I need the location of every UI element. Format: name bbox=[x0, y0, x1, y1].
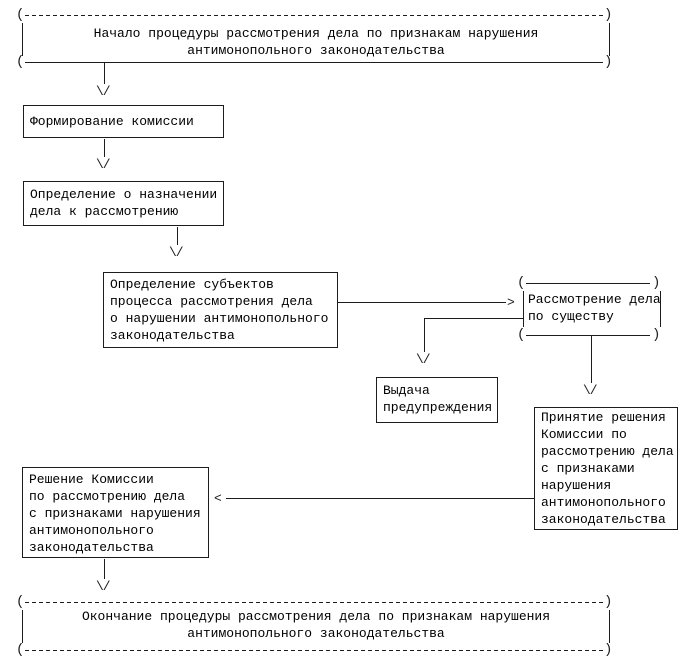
node-commission-decision-line: антимонопольного bbox=[29, 523, 154, 538]
node-start-label-line: антимонопольного законодательства bbox=[187, 43, 445, 58]
arrow-down-icon: \/ bbox=[96, 579, 111, 594]
arrow-down-icon: \/ bbox=[96, 84, 111, 99]
edge-ruling-subjects bbox=[177, 227, 178, 245]
node-start-right-border bbox=[609, 23, 610, 56]
paren-open-icon: ( bbox=[16, 54, 25, 70]
node-merits-left-border bbox=[523, 291, 524, 327]
arrow-right-icon: > bbox=[507, 295, 515, 310]
paren-open-icon: ( bbox=[16, 642, 25, 658]
paren-close-icon: ) bbox=[652, 275, 661, 291]
arrow-down-icon: \/ bbox=[96, 157, 111, 172]
node-start-top-border bbox=[25, 15, 603, 16]
node-subjects-determination: Определение субъектов процесса рассмотре… bbox=[103, 272, 338, 348]
paren-close-icon: ) bbox=[604, 54, 613, 70]
node-warning-line: предупреждения bbox=[383, 400, 493, 415]
node-commission-decision-line: по рассмотрению дела bbox=[29, 489, 186, 504]
arrow-down-icon: \/ bbox=[583, 383, 598, 398]
edge-merits-warning-vertical bbox=[424, 318, 425, 352]
edge-merits-warning-horizontal bbox=[424, 318, 523, 319]
node-subjects-line: Определение субъектов bbox=[110, 277, 274, 292]
node-subjects-line: процесса рассмотрения дела bbox=[110, 294, 313, 309]
node-decision-adoption-line: законодательства bbox=[541, 512, 666, 527]
node-subjects-line: законодательства bbox=[110, 328, 235, 343]
node-end-bottom-border bbox=[25, 650, 603, 651]
arrow-left-icon: < bbox=[214, 491, 222, 506]
paren-open-icon: ( bbox=[517, 327, 526, 343]
node-decision-adoption-line: Принятие решения bbox=[541, 410, 666, 425]
node-commission-decision-line: Решение Комиссии bbox=[29, 472, 154, 487]
node-warning-issue: Выдача предупреждения bbox=[376, 377, 498, 423]
paren-open-icon: ( bbox=[517, 275, 526, 291]
node-decision-adoption: Принятие решения Комиссии по рассмотрени… bbox=[534, 407, 678, 530]
node-start-label-line: Начало процедуры рассмотрения дела по пр… bbox=[93, 26, 539, 41]
node-decision-adoption-line: рассмотрению дела bbox=[541, 444, 674, 459]
edge-decision-commission bbox=[226, 498, 534, 499]
node-merits-right-border bbox=[660, 291, 661, 327]
node-end-label-line: антимонопольного законодательства bbox=[187, 626, 445, 641]
node-commission-decision-line: законодательства bbox=[29, 540, 154, 555]
node-commission-decision: Решение Комиссии по рассмотрению дела с … bbox=[22, 467, 209, 558]
node-commission-decision-line: с признаками нарушения bbox=[29, 506, 201, 521]
node-merits-bottom-border bbox=[526, 335, 650, 336]
node-merits-label-line: по существу bbox=[528, 309, 614, 324]
node-start-left-border bbox=[22, 23, 23, 56]
edge-merits-decision bbox=[591, 336, 592, 383]
paren-close-icon: ) bbox=[604, 594, 613, 610]
paren-close-icon: ) bbox=[604, 642, 613, 658]
node-decision-adoption-line: с признаками bbox=[541, 461, 635, 476]
paren-open-icon: ( bbox=[16, 7, 25, 23]
node-ruling-appointment-line: Определение о назначении bbox=[30, 187, 218, 202]
node-end-left-border bbox=[22, 610, 23, 643]
node-start-bottom-border bbox=[25, 62, 603, 63]
node-end-right-border bbox=[609, 610, 610, 643]
edge-commission-ruling bbox=[104, 139, 105, 157]
node-warning-line: Выдача bbox=[383, 383, 430, 398]
node-merits-top-border bbox=[526, 283, 650, 284]
node-subjects-line: о нарушении антимонопольного bbox=[110, 311, 329, 326]
arrow-down-icon: \/ bbox=[416, 352, 431, 367]
edge-start-commission bbox=[104, 63, 105, 84]
paren-close-icon: ) bbox=[604, 7, 613, 23]
node-decision-adoption-line: Комиссии по bbox=[541, 427, 627, 442]
node-end-label-line: Окончание процедуры рассмотрения дела по… bbox=[81, 609, 551, 624]
node-ruling-appointment: Определение о назначении дела к рассмотр… bbox=[23, 181, 224, 226]
paren-close-icon: ) bbox=[652, 327, 661, 343]
arrow-down-icon: \/ bbox=[169, 245, 184, 260]
node-decision-adoption-line: антимонопольного bbox=[541, 495, 666, 510]
node-ruling-appointment-line: дела к рассмотрению bbox=[30, 204, 179, 219]
paren-open-icon: ( bbox=[16, 594, 25, 610]
edge-subjects-merits bbox=[338, 302, 506, 303]
edge-commission-end bbox=[104, 559, 105, 579]
node-form-commission-label: Формирование комиссии bbox=[30, 114, 194, 129]
node-form-commission: Формирование комиссии bbox=[23, 105, 224, 138]
node-end-top-border bbox=[25, 602, 603, 603]
node-decision-adoption-line: нарушения bbox=[541, 478, 612, 493]
node-merits-label-line: Рассмотрение дела bbox=[528, 292, 661, 307]
